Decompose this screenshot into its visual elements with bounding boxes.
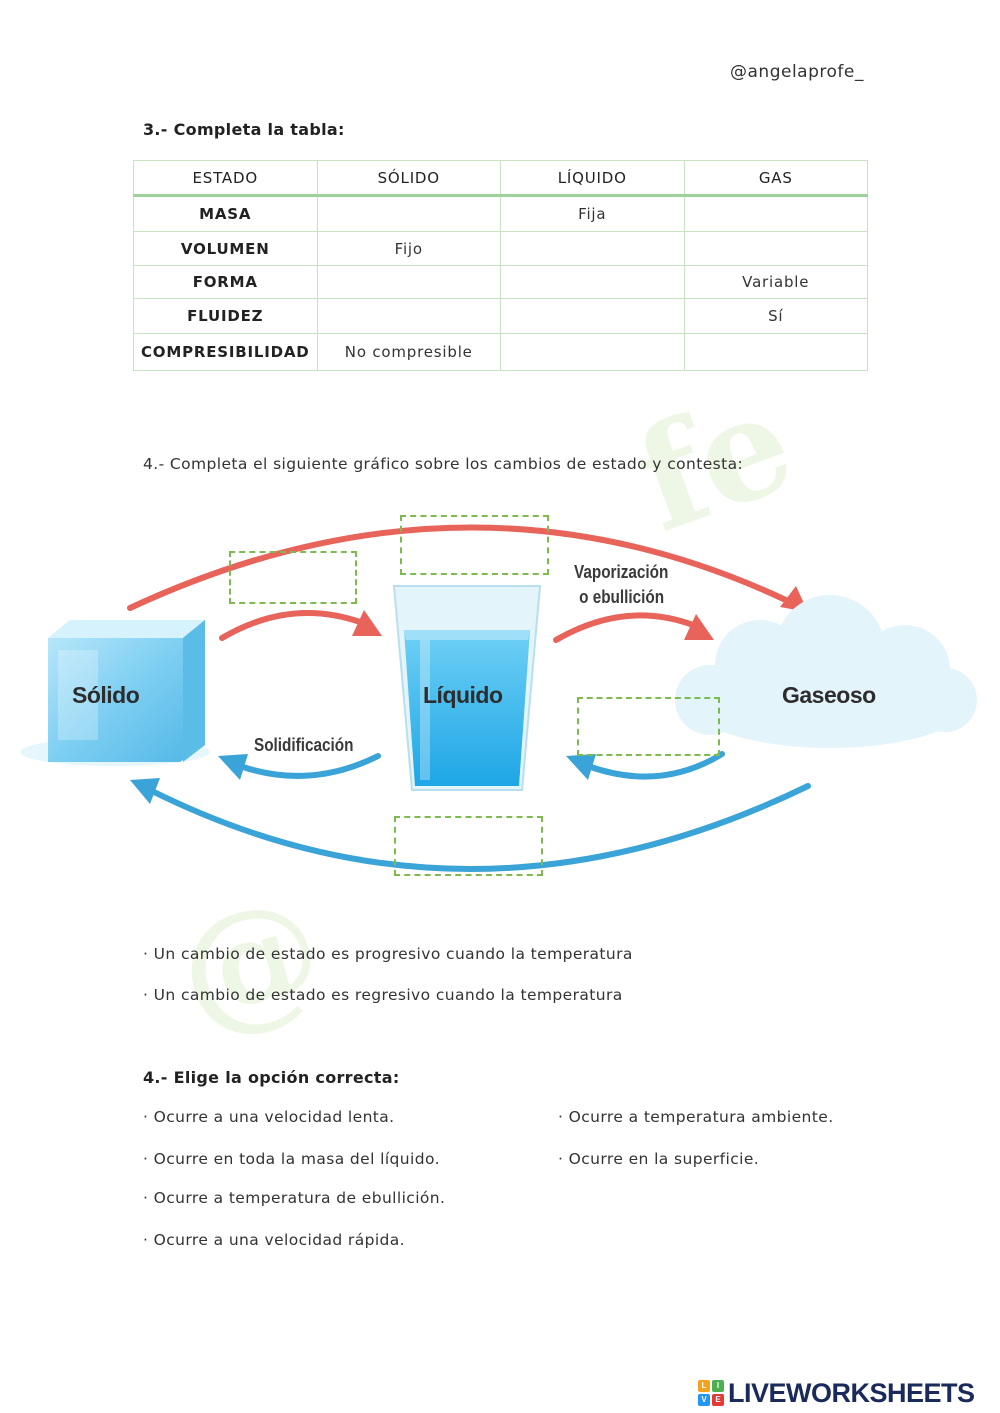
answer-box-sublimation[interactable] [400, 515, 549, 575]
cell-solido[interactable]: No compresible [316, 333, 501, 371]
option-item[interactable]: · Ocurre a una velocidad rápida. [143, 1231, 406, 1249]
cell-gas[interactable] [683, 333, 868, 371]
arrow-sublimation [127, 524, 793, 611]
label-solidification: Solidificación [254, 735, 354, 755]
logo-icon-letter: I [712, 1380, 724, 1392]
statement-progressive: · Un cambio de estado es progresivo cuan… [143, 945, 633, 963]
cloud [675, 595, 977, 748]
logo-icon-letter: L [698, 1380, 710, 1392]
liveworksheets-logo-icon: L I V E [698, 1380, 724, 1406]
arrowhead [218, 754, 248, 780]
arrow-fusion [219, 610, 363, 641]
liveworksheets-logo: L I V E LIVEWORKSHEETS [698, 1378, 975, 1408]
header-liquido: LÍQUIDO [500, 160, 685, 197]
label-vaporization: Vaporización o ebullición [574, 560, 668, 610]
row-label: VOLUMEN [133, 231, 318, 266]
label-liquid: Líquido [423, 682, 503, 708]
option-item[interactable]: · Ocurre en la superficie. [558, 1150, 760, 1168]
arrowhead [566, 754, 596, 780]
row-label: FLUIDEZ [133, 298, 318, 334]
table-header-row: ESTADO SÓLIDO LÍQUIDO GAS [133, 160, 868, 197]
table-row: VOLUMEN Fijo [133, 231, 868, 266]
cell-liquido[interactable] [500, 333, 685, 371]
arrow-deposition [147, 783, 811, 872]
states-of-matter-diagram: Sólido Líquido Gaseoso Vaporización o eb… [0, 490, 1000, 910]
author-handle: @angelaprofe_ [730, 62, 864, 82]
option-item[interactable]: · Ocurre a temperatura de ebullición. [143, 1189, 446, 1207]
states-table: ESTADO SÓLIDO LÍQUIDO GAS MASA Fija VOLU… [133, 160, 868, 371]
glass-of-water [392, 585, 542, 791]
cell-liquido[interactable] [500, 298, 685, 334]
row-label: COMPRESIBILIDAD [133, 333, 318, 371]
table-row: COMPRESIBILIDAD No compresible [133, 333, 868, 371]
cell-gas[interactable] [683, 195, 868, 232]
cell-gas[interactable] [683, 231, 868, 266]
arrowhead [352, 610, 382, 636]
logo-icon-letter: E [712, 1394, 724, 1406]
cell-liquido[interactable] [500, 231, 685, 266]
arrowhead [684, 614, 714, 640]
liveworksheets-logo-text: LIVEWORKSHEETS [728, 1377, 975, 1408]
option-item[interactable]: · Ocurre a temperatura ambiente. [558, 1108, 834, 1126]
statement-regressive: · Un cambio de estado es regresivo cuand… [143, 986, 623, 1004]
cell-solido[interactable] [316, 298, 501, 334]
cell-solido[interactable] [316, 265, 501, 299]
ice-cube [20, 620, 210, 766]
answer-box-condensation[interactable] [577, 697, 720, 756]
label-gas: Gaseoso [782, 682, 876, 708]
row-label: FORMA [133, 265, 318, 299]
header-gas: GAS [683, 160, 868, 197]
label-vaporization-line1: Vaporización [574, 562, 669, 582]
cell-liquido[interactable]: Fija [500, 195, 685, 232]
row-label: MASA [133, 195, 318, 232]
table-row: FORMA Variable [133, 265, 868, 299]
cell-solido[interactable]: Fijo [316, 231, 501, 266]
label-vaporization-line2: o ebullición [579, 587, 665, 607]
diagram-graphics [20, 524, 977, 872]
arrow-condensation [585, 751, 725, 780]
cell-solido[interactable] [316, 195, 501, 232]
answer-box-deposition[interactable] [394, 816, 543, 876]
cell-gas[interactable]: Sí [683, 298, 868, 334]
cell-liquido[interactable] [500, 265, 685, 299]
arrowhead [130, 778, 160, 804]
option-item[interactable]: · Ocurre a una velocidad lenta. [143, 1108, 395, 1126]
arrow-solidification [237, 753, 381, 779]
answer-box-fusion[interactable] [229, 551, 357, 604]
logo-icon-letter: V [698, 1394, 710, 1406]
section3-title: 3.- Completa la tabla: [143, 120, 345, 139]
table-row: FLUIDEZ Sí [133, 298, 868, 334]
header-solido: SÓLIDO [316, 160, 501, 197]
label-solid: Sólido [72, 682, 140, 708]
table-row: MASA Fija [133, 195, 868, 232]
cell-gas[interactable]: Variable [683, 265, 868, 299]
option-item[interactable]: · Ocurre en toda la masa del líquido. [143, 1150, 440, 1168]
section4-title: 4.- Completa el siguiente gráfico sobre … [143, 455, 744, 473]
arrow-vaporization [553, 612, 696, 643]
header-estado: ESTADO [133, 160, 318, 197]
section5-title: 4.- Elige la opción correcta: [143, 1068, 400, 1087]
